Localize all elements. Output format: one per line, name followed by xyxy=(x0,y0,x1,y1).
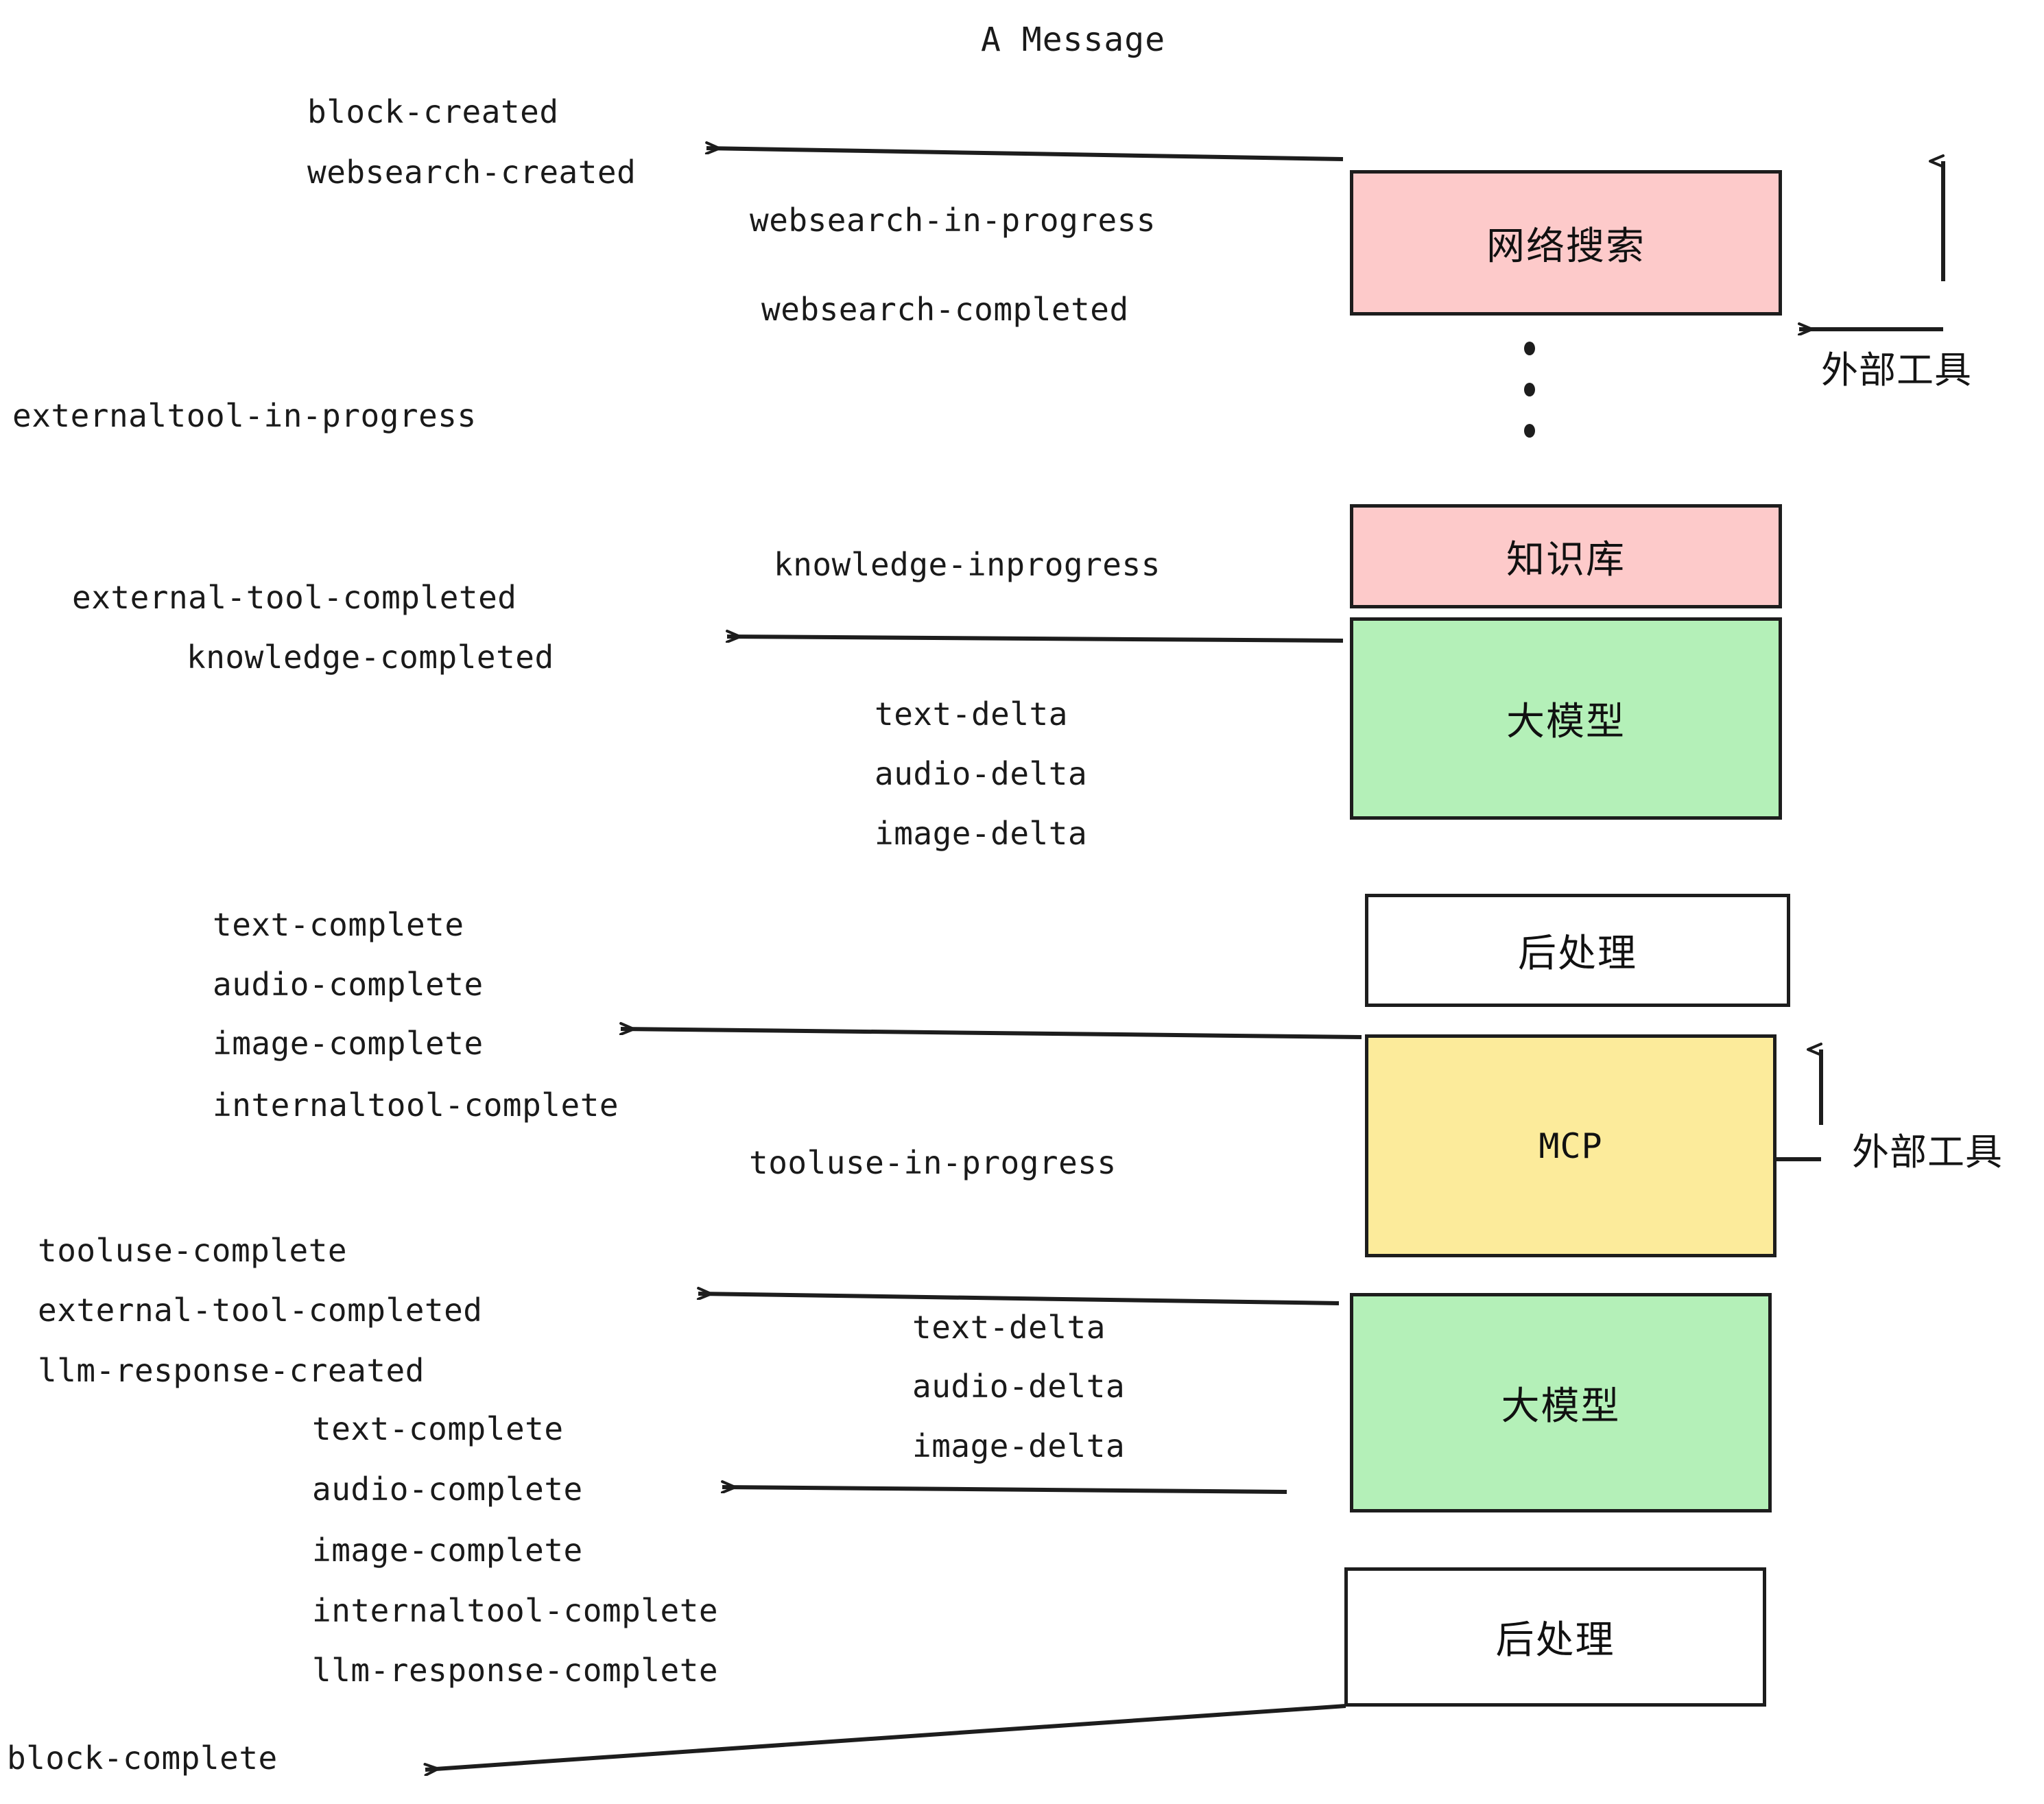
event-label-audio-delta-1: audio-delta xyxy=(875,755,1088,792)
side-annotation-external-tools-top: 外部工具 xyxy=(1821,348,1972,392)
node-knowledge[interactable]: 知识库 xyxy=(1350,504,1782,608)
event-label-block-created: block-created xyxy=(307,93,559,130)
ellipsis-dot xyxy=(1524,342,1535,355)
event-label-audio-complete-2: audio-complete xyxy=(312,1471,583,1508)
event-label-audio-complete-1: audio-complete xyxy=(213,966,484,1003)
node-postproc-1[interactable]: 后处理 xyxy=(1365,894,1790,1007)
arrow-postproc2-to-block-complete xyxy=(425,1704,1346,1770)
event-label-tooluse-in-progress: tooluse-in-progress xyxy=(749,1144,1117,1181)
node-llm-1[interactable]: 大模型 xyxy=(1350,617,1782,820)
event-label-llm-response-created: llm-response-created xyxy=(38,1352,425,1389)
event-label-image-delta-1: image-delta xyxy=(875,815,1088,852)
event-label-image-complete-1: image-complete xyxy=(213,1025,484,1062)
node-mcp[interactable]: MCP xyxy=(1365,1034,1776,1257)
side-annotation-external-tools-bottom: 外部工具 xyxy=(1852,1130,2003,1174)
event-label-knowledge-completed: knowledge-completed xyxy=(187,639,554,676)
arrow-llm2-to-audio-complete xyxy=(722,1487,1287,1494)
event-label-audio-delta-2: audio-delta xyxy=(912,1368,1126,1405)
event-label-websearch-completed: websearch-completed xyxy=(761,291,1129,328)
event-label-image-complete-2: image-complete xyxy=(312,1532,583,1569)
event-label-text-delta-1: text-delta xyxy=(875,696,1068,733)
node-postproc-2[interactable]: 后处理 xyxy=(1344,1567,1766,1707)
event-label-llm-response-complete: llm-response-complete xyxy=(312,1652,719,1689)
event-label-knowledge-inprogress: knowledge-inprogress xyxy=(774,546,1161,583)
ellipsis-dot xyxy=(1524,424,1535,438)
event-label-internaltool-complete-2: internaltool-complete xyxy=(312,1592,719,1629)
node-llm-2[interactable]: 大模型 xyxy=(1350,1293,1772,1512)
ellipsis-dot xyxy=(1524,383,1535,396)
diagram-title: A Message xyxy=(981,21,1166,59)
arrow-websearch-to-block-created xyxy=(706,148,1344,161)
event-label-text-complete-1: text-complete xyxy=(213,906,464,943)
event-label-external-tool-completed-1: external-tool-completed xyxy=(72,579,517,616)
arrow-knowledge-to-knowledge-completed xyxy=(727,637,1344,641)
ellipsis-vertical xyxy=(1523,342,1536,438)
arrow-llm1-to-image-complete xyxy=(621,1029,1362,1039)
event-label-image-delta-2: image-delta xyxy=(912,1427,1126,1464)
event-label-internaltool-complete-1: internaltool-complete xyxy=(213,1087,619,1124)
event-label-block-complete: block-complete xyxy=(7,1740,278,1777)
node-websearch[interactable]: 网络搜索 xyxy=(1350,170,1782,316)
event-label-tooluse-complete: tooluse-complete xyxy=(38,1232,348,1269)
event-label-websearch-created: websearch-created xyxy=(307,154,637,191)
event-label-text-complete-2: text-complete xyxy=(312,1410,564,1447)
event-label-external-tool-completed-2: external-tool-completed xyxy=(38,1292,483,1329)
event-label-websearch-in-progress: websearch-in-progress xyxy=(750,202,1156,239)
arrow-mcp-to-tooluse-complete xyxy=(698,1294,1340,1305)
event-label-text-delta-2: text-delta xyxy=(912,1309,1106,1346)
event-label-externaltool-in-progress: externaltool-in-progress xyxy=(12,397,477,434)
